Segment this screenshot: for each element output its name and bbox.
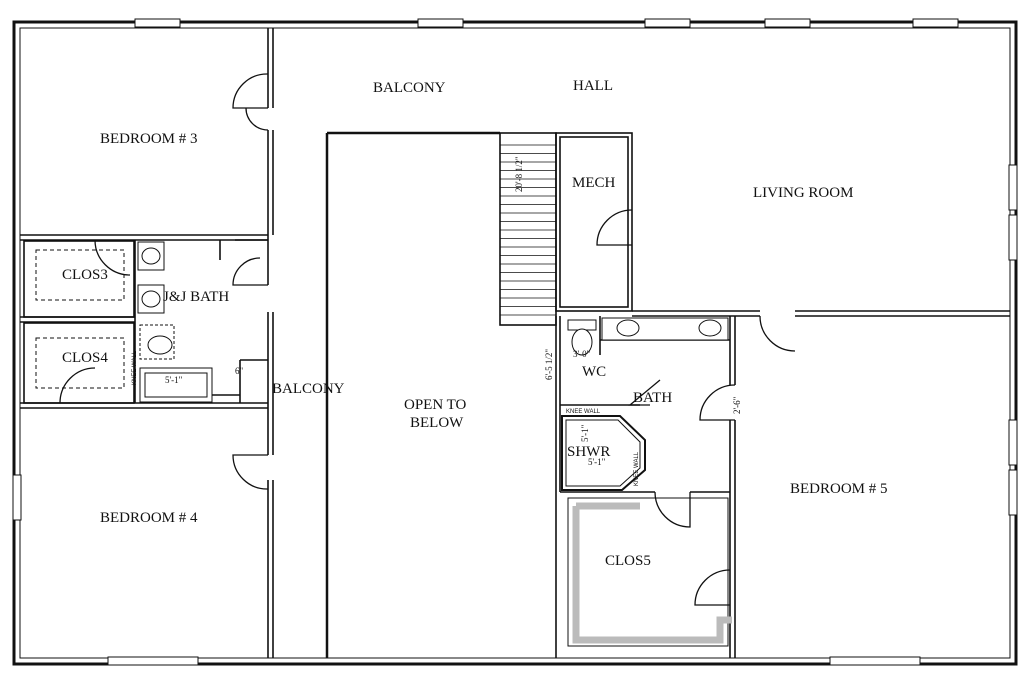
dimension-labels: 20'-8 1/2" 5'-1" 6" 3'-0" 6'-5 1/2" 5'-1… [165, 156, 742, 467]
dim-shower-a: 5'-1" [580, 424, 590, 442]
label-bedroom-3: BEDROOM # 3 [100, 131, 198, 147]
note-knee-wall-3: KNEE WALL [634, 451, 640, 486]
window-top-5 [912, 18, 959, 28]
label-below: BELOW [410, 415, 464, 431]
label-clos3: CLOS3 [62, 267, 108, 283]
windows [12, 18, 1018, 666]
toilet-2-bowl [571, 328, 593, 356]
interior-walls [20, 28, 1010, 658]
notes: KNEE WALL KNEE WALL KNEE WALL [132, 350, 640, 486]
window-top-2 [417, 18, 464, 28]
label-balcony-top: BALCONY [373, 80, 446, 96]
dim-tub: 5'-1" [165, 375, 183, 385]
doors [59, 73, 796, 606]
window-right-3 [1008, 419, 1018, 466]
sink-4 [698, 319, 722, 337]
window-top-4 [764, 18, 811, 28]
label-living-room: LIVING ROOM [753, 185, 853, 201]
label-hall: HALL [573, 78, 613, 94]
label-clos5: CLOS5 [605, 553, 651, 569]
label-mech: MECH [572, 175, 616, 191]
window-left-1 [12, 474, 22, 521]
window-right-2 [1008, 214, 1018, 261]
window-top-1 [134, 18, 181, 28]
stair-treads [500, 144, 556, 316]
dim-bath-small: 6" [235, 366, 244, 376]
label-wc: WC [582, 364, 606, 380]
dim-stair: 20'-8 1/2" [514, 156, 524, 192]
note-knee-wall-1: KNEE WALL [132, 350, 138, 385]
note-knee-wall-2: KNEE WALL [566, 409, 601, 415]
label-jj-bath: J&J BATH [163, 289, 229, 305]
bathtub-inner [144, 372, 208, 398]
dim-wc-width: 3'-0" [573, 349, 591, 359]
label-balcony-mid: BALCONY [272, 381, 345, 397]
sink-3 [616, 319, 640, 337]
label-bedroom-4: BEDROOM # 4 [100, 510, 198, 526]
label-open-to: OPEN TO [404, 397, 467, 413]
label-clos4: CLOS4 [62, 350, 108, 366]
window-right-4 [1008, 469, 1018, 516]
dim-wc-depth: 6'-5 1/2" [544, 349, 554, 380]
toilet-1-bowl [147, 335, 173, 355]
dim-door-bath: 2'-6" [732, 396, 742, 414]
window-bottom-1 [107, 656, 199, 666]
room-labels: BEDROOM # 3 BALCONY HALL MECH LIVING ROO… [62, 78, 888, 569]
window-right-1 [1008, 164, 1018, 211]
sink-2-bowl [141, 290, 161, 308]
label-bath: BATH [633, 390, 672, 406]
label-shwr: SHWR [567, 444, 610, 460]
exterior-walls [12, 20, 1018, 666]
window-bottom-2 [829, 656, 921, 666]
dim-shower-b: 5'-1" [588, 457, 606, 467]
fixtures [137, 241, 729, 403]
sink-1-bowl [141, 247, 161, 265]
label-bedroom-5: BEDROOM # 5 [790, 481, 888, 497]
window-top-3 [644, 18, 691, 28]
